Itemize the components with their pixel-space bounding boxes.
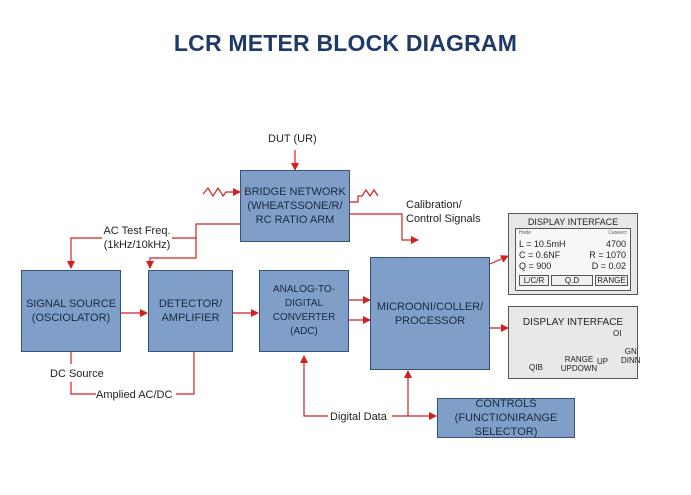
- qd-mode-button[interactable]: Q.D: [551, 275, 593, 286]
- arrow-processor-display1: [489, 255, 509, 265]
- r2-value: R = 1070: [589, 250, 626, 260]
- line-bridge-detector: [195, 223, 240, 238]
- zigzag-left: [202, 186, 241, 198]
- display1-header-right: Ceseecr: [608, 230, 627, 236]
- detector-block: DETECTOR/ AMPLIFIER: [148, 270, 233, 352]
- up-label: UP: [597, 357, 609, 366]
- display2-title: DISPLAY INTERFACE: [522, 317, 624, 328]
- q-value: Q = 900: [519, 261, 552, 271]
- lcr-mode-button[interactable]: L/C/R: [519, 275, 549, 286]
- oi-label: OI: [613, 329, 622, 338]
- r1-value: 4700: [605, 239, 626, 249]
- diagram-title: LCR METER BLOCK DIAGRAM: [173, 30, 518, 56]
- arrow-digital-adc: [300, 355, 328, 417]
- line-amplified-detector: [176, 352, 195, 395]
- line-ac-test-detector: [146, 237, 197, 269]
- amplified-label: Amplied AC/DC: [96, 389, 173, 401]
- calibration-label: Calibration/ Control Signals: [406, 199, 481, 225]
- zigzag-right: [350, 188, 379, 203]
- display-interface-panel: DISPLAY INTERFACE Hode Ceseecr L = 10.5m…: [508, 213, 638, 295]
- digital-data-label: Digital Data: [330, 411, 387, 423]
- processor-block: MICROONI/COLLER/ PROCESSOR: [370, 257, 490, 370]
- l-value: L = 10.5mH: [519, 239, 566, 249]
- range-button[interactable]: RANGE: [595, 275, 628, 286]
- controls-block: CONTROLS (FUNCTIONIRANGE SELECTOR): [437, 398, 575, 438]
- line-amplified: [70, 382, 96, 395]
- processor-label: MICROONI/COLLER/ PROCESSOR: [376, 300, 484, 327]
- display1-header-left: Hode: [519, 230, 531, 236]
- qib-label: QIB: [529, 363, 543, 372]
- bridge-network-label: BRIDGE NETWORK (WHEATSSONE/R/ RC RATIO A…: [244, 186, 346, 226]
- detector-label: DETECTOR/ AMPLIFIER: [158, 298, 223, 324]
- arrow-bridge-calibration: [350, 213, 419, 244]
- controls-label: CONTROLS (FUNCTIONIRANGE SELECTOR): [454, 398, 558, 438]
- adc-label: ANALOG-TO-DIGITAL CONVERTER (ADC): [272, 284, 336, 337]
- adc-block: ANALOG-TO-DIGITAL CONVERTER (ADC): [259, 270, 349, 352]
- display1-title: DISPLAY INTERFACE: [527, 217, 619, 227]
- display1-screen: Hode Ceseecr L = 10.5mH 4700 C = 0.6NF R…: [515, 228, 631, 291]
- dc-source-label: DC Source: [50, 368, 104, 380]
- range-updown-label: RANGE UPDOWN: [560, 355, 598, 373]
- ac-test-label: AC Test Freq. (1kHz/10kHz): [103, 225, 171, 251]
- signal-source-label: SIGNAL SOURCE (OSCIOLATOR): [25, 298, 117, 324]
- gn-dinn-label: GN DINN: [621, 347, 641, 365]
- dut-label: DUT (UR): [268, 133, 317, 145]
- signal-source-block: SIGNAL SOURCE (OSCIOLATOR): [21, 270, 121, 352]
- c-value: C = 0.6NF: [519, 250, 561, 260]
- bridge-network-block: BRIDGE NETWORK (WHEATSSONE/R/ RC RATIO A…: [240, 170, 350, 242]
- display-interface-panel-2: DISPLAY INTERFACE QIB RANGE UPDOWN OI GN…: [508, 306, 641, 379]
- d-value: D = 0.02: [591, 261, 626, 271]
- arrow-ac-test-source: [67, 237, 102, 269]
